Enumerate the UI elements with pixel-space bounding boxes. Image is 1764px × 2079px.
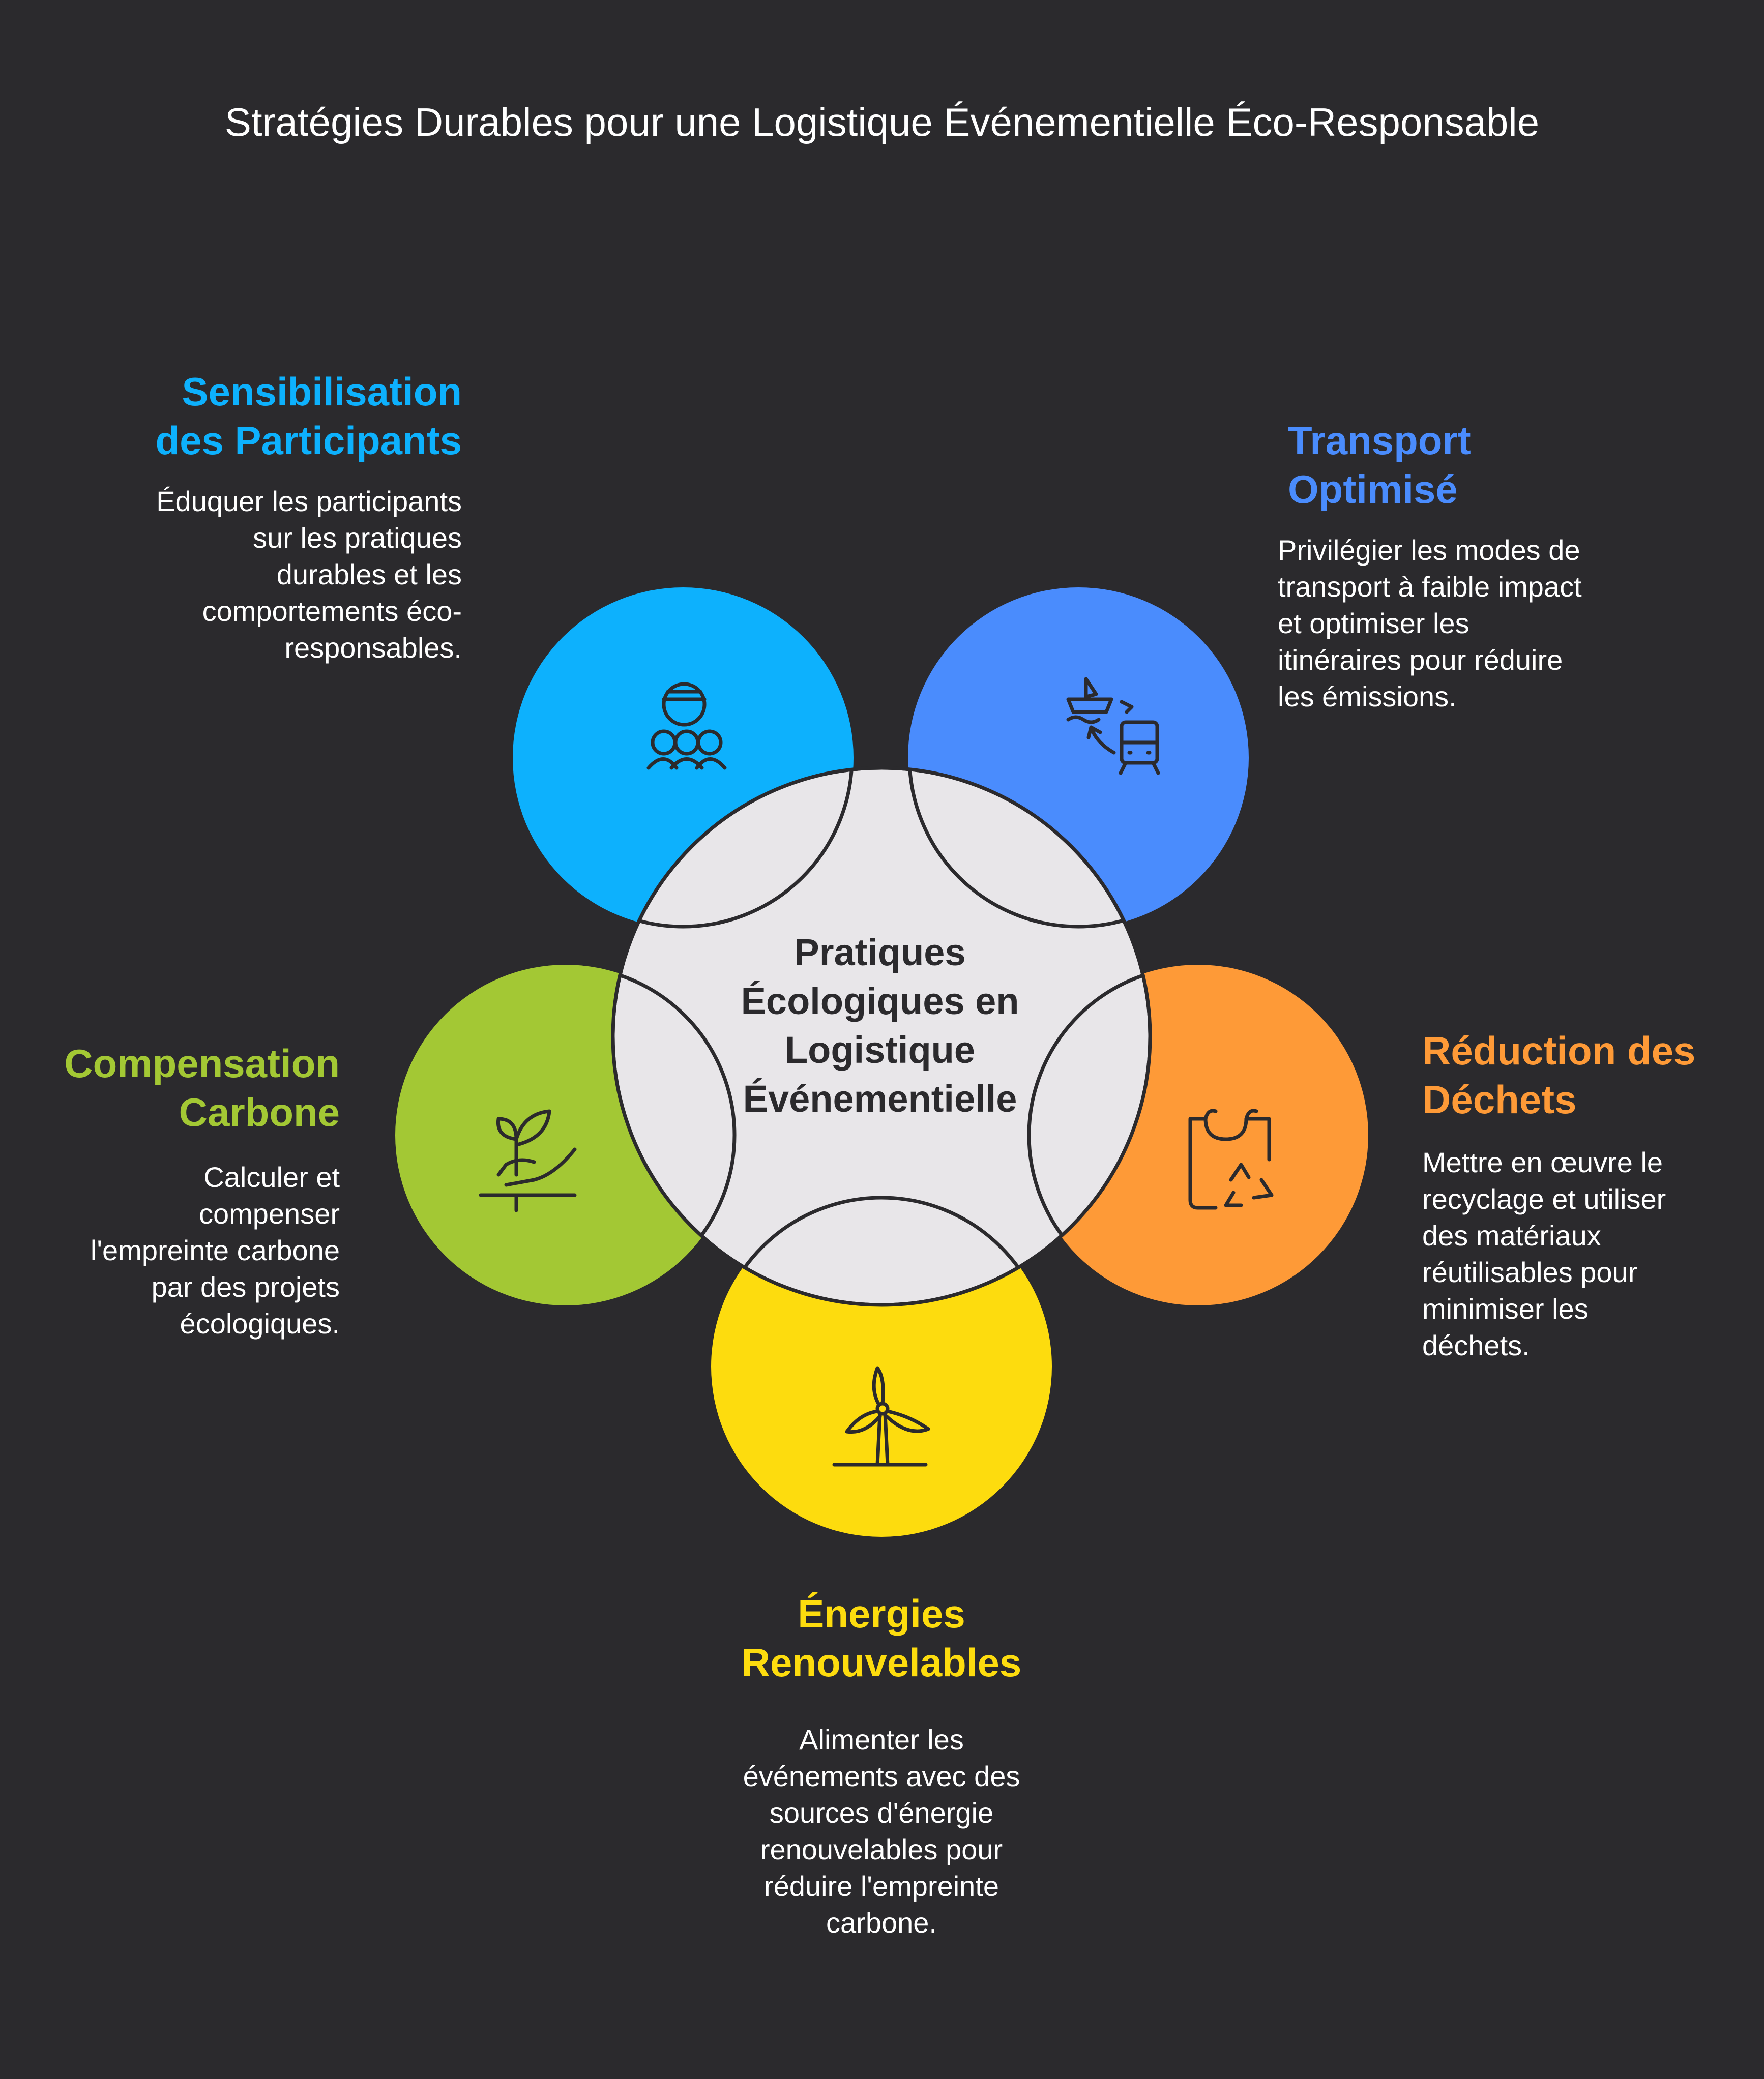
people-education-icon [646, 682, 727, 770]
block-sensibilisation: Sensibilisation des Participants Éduquer… [153, 367, 462, 666]
description-sensibilisation: Éduquer les participants sur les pratiqu… [156, 485, 462, 664]
description-dechets: Mettre en œuvre le recyclage et utiliser… [1422, 1146, 1666, 1361]
block-dechets: Réduction des Déchets Mettre en œuvre le… [1422, 1026, 1697, 1364]
heading-sensibilisation: Sensibilisation des Participants [155, 369, 462, 463]
description-transport: Privilégier les modes de transport à fai… [1278, 534, 1582, 712]
plant-hand-icon [479, 1109, 577, 1212]
heading-transport: Transport Optimisé [1288, 418, 1471, 512]
center-label: Pratiques Écologiques en Logistique Évén… [741, 931, 1019, 1120]
heading-energies: Énergies Renouvelables [741, 1591, 1022, 1685]
block-compensation: Compensation Carbone Calculer et compens… [61, 1039, 340, 1342]
wind-turbine-icon [832, 1366, 930, 1467]
block-energies: Énergies Renouvelables Alimenter les évé… [727, 1589, 1036, 1941]
page-title: Stratégies Durables pour une Logistique … [224, 100, 1540, 144]
description-energies: Alimenter les événements avec des source… [743, 1724, 1020, 1939]
recycle-bag-icon [1188, 1109, 1274, 1210]
description-compensation: Calculer et compenser l'empreinte carbon… [90, 1161, 340, 1340]
heading-compensation: Compensation Carbone [64, 1041, 340, 1135]
boat-train-transfer-icon [1066, 677, 1160, 775]
block-transport: Transport Optimisé Privilégier les modes… [1278, 416, 1583, 715]
heading-dechets: Réduction des Déchets [1422, 1028, 1696, 1122]
